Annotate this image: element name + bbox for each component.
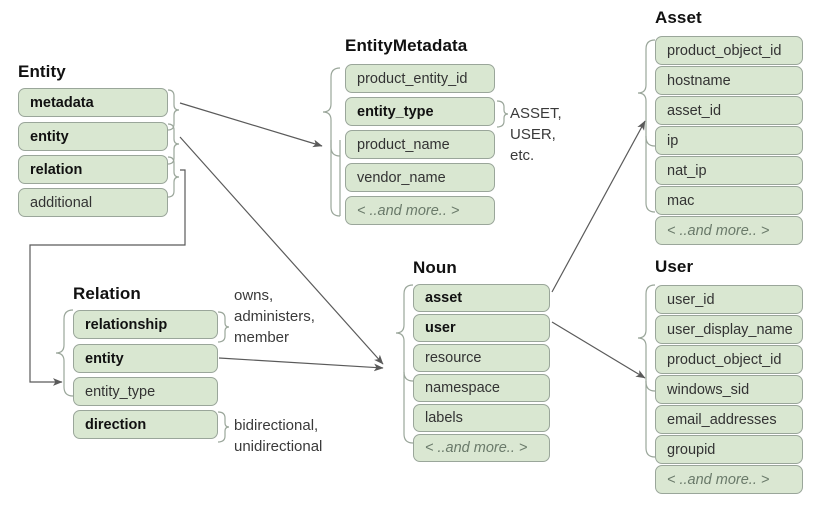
asset-field-hostname[interactable]: hostname: [655, 66, 803, 95]
noun-field-asset[interactable]: asset: [413, 284, 550, 312]
annotation-direction-values: bidirectional, unidirectional: [234, 417, 323, 455]
user-field-user-display-name[interactable]: user_display_name: [655, 315, 803, 344]
asset-field-asset-id[interactable]: asset_id: [655, 96, 803, 125]
user-field-more[interactable]: < ..and more.. >: [655, 465, 803, 494]
group-asset-title: Asset: [655, 8, 702, 27]
annotation-relationship-values: owns, administers, member: [234, 287, 315, 346]
group-user-title: User: [655, 257, 694, 276]
relation-field-relationship[interactable]: relationship: [73, 310, 218, 339]
group-relation-title: Relation: [73, 284, 141, 303]
user-field-email-addresses[interactable]: email_addresses: [655, 405, 803, 434]
user-field-product-object-id[interactable]: product_object_id: [655, 345, 803, 374]
noun-field-labels[interactable]: labels: [413, 404, 550, 432]
noun-field-namespace[interactable]: namespace: [413, 374, 550, 402]
group-noun-title: Noun: [413, 258, 457, 277]
entitymetadata-field-entity-type[interactable]: entity_type: [345, 97, 495, 126]
group-entity-metadata-title: EntityMetadata: [345, 36, 468, 55]
noun-field-more[interactable]: < ..and more.. >: [413, 434, 550, 462]
noun-field-user[interactable]: user: [413, 314, 550, 342]
entitymetadata-field-product-name[interactable]: product_name: [345, 130, 495, 159]
noun-field-resource[interactable]: resource: [413, 344, 550, 372]
entitymetadata-field-more[interactable]: < ..and more.. >: [345, 196, 495, 225]
user-field-user-id[interactable]: user_id: [655, 285, 803, 314]
group-entity-title: Entity: [18, 62, 66, 81]
asset-field-mac[interactable]: mac: [655, 186, 803, 215]
relation-field-entity[interactable]: entity: [73, 344, 218, 373]
asset-field-product-object-id[interactable]: product_object_id: [655, 36, 803, 65]
relation-field-entity-type[interactable]: entity_type: [73, 377, 218, 406]
user-field-windows-sid[interactable]: windows_sid: [655, 375, 803, 404]
annotation-entity-type-values: ASSET, USER, etc.: [510, 105, 562, 164]
entity-field-relation[interactable]: relation: [18, 155, 168, 184]
asset-field-more[interactable]: < ..and more.. >: [655, 216, 803, 245]
user-field-groupid[interactable]: groupid: [655, 435, 803, 464]
asset-field-nat-ip[interactable]: nat_ip: [655, 156, 803, 185]
entity-field-entity[interactable]: entity: [18, 122, 168, 151]
asset-field-ip[interactable]: ip: [655, 126, 803, 155]
entity-field-metadata[interactable]: metadata: [18, 88, 168, 117]
entitymetadata-field-vendor-name[interactable]: vendor_name: [345, 163, 495, 192]
entitymetadata-field-product-entity-id[interactable]: product_entity_id: [345, 64, 495, 93]
relation-field-direction[interactable]: direction: [73, 410, 218, 439]
entity-field-additional[interactable]: additional: [18, 188, 168, 217]
